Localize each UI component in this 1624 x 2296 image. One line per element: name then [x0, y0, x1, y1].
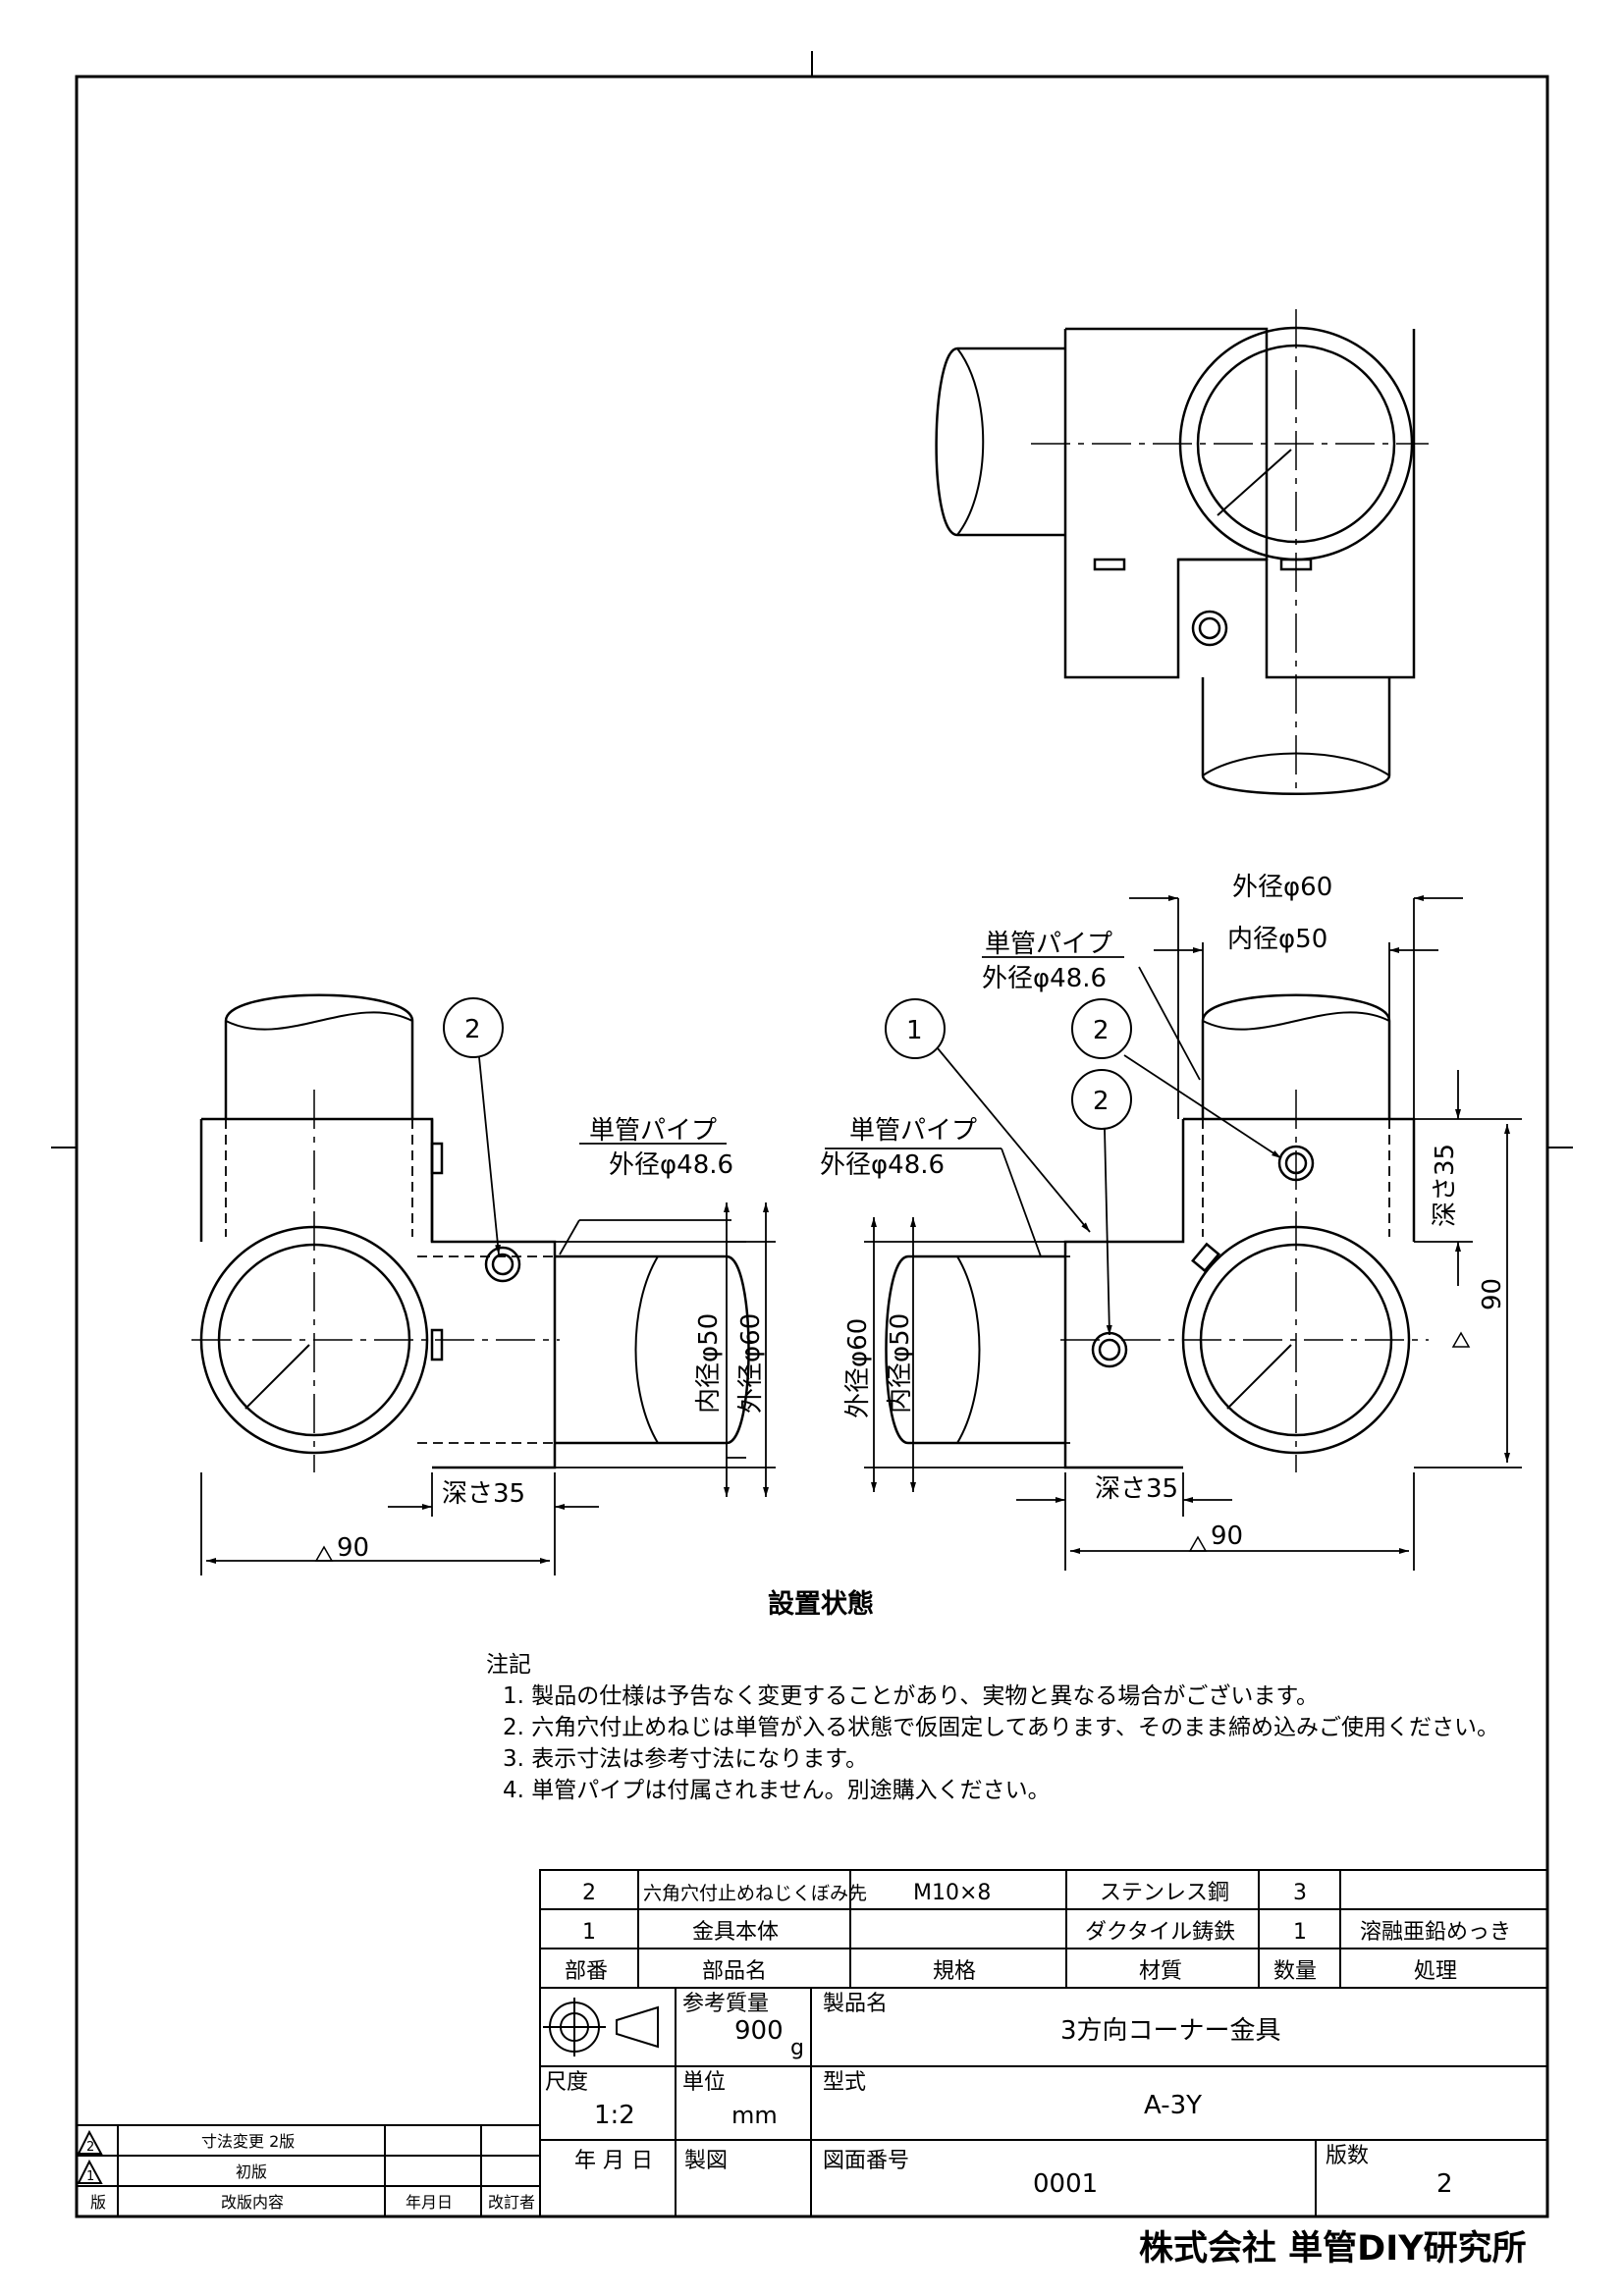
notes-heading: 注記 — [486, 1652, 531, 1678]
rev-mark-1: 1 — [86, 2169, 94, 2184]
part-row-1-material: ダクタイル鋳鉄 — [1085, 1920, 1235, 1945]
part-row-1-treatment: 溶融亜鉛めっき — [1360, 1920, 1511, 1945]
right-outer-dia-vertical: 外径φ60 — [843, 1318, 873, 1418]
note-1: 1. 製品の仕様は予告なく変更することがあり、実物と異なる場合がございます。 — [503, 1683, 1320, 1709]
part-row-2-spec: M10×8 — [913, 1881, 991, 1905]
part-row-2-qty: 3 — [1293, 1881, 1307, 1905]
balloon-left-2: 2 — [464, 1015, 481, 1044]
note-2: 2. 六角穴付止めねじは単管が入る状態で仮固定してあります、そのまま締め込みご使… — [503, 1715, 1500, 1740]
dimension-lines — [200, 895, 1522, 1575]
rev-content-2: 寸法変更 2版 — [201, 2132, 295, 2151]
top-outer-dia: 外径φ60 — [1232, 873, 1332, 902]
mass-unit: g — [790, 2036, 804, 2060]
hdr-material: 材質 — [1139, 1959, 1182, 1984]
right-depth: 深さ35 — [1095, 1474, 1178, 1504]
hdr-qty: 数量 — [1273, 1959, 1317, 1984]
right-pipe-name-b: 単管パイプ — [985, 930, 1112, 959]
hdr-part-no: 部番 — [565, 1959, 608, 1984]
left-pipe-name: 単管パイプ — [589, 1116, 717, 1146]
note-3: 3. 表示寸法は参考寸法になります。 — [503, 1746, 868, 1772]
right-width-90: 90 — [1211, 1522, 1243, 1551]
left-pipe-od: 外径φ48.6 — [609, 1150, 733, 1180]
right-pipe-name-a: 単管パイプ — [849, 1116, 977, 1146]
part-row-2-no: 2 — [582, 1881, 596, 1905]
product-name: 3方向コーナー金具 — [1060, 2016, 1281, 2046]
part-row-1-qty: 1 — [1293, 1920, 1307, 1945]
mass-value: 900 — [734, 2016, 784, 2046]
model-label: 型式 — [823, 2070, 866, 2095]
balloon-right-2a: 2 — [1093, 1016, 1110, 1045]
note-4: 4. 単管パイプは付属されません。別途購入ください。 — [503, 1778, 1051, 1803]
title-block-grid — [76, 1869, 1548, 2217]
edition-label: 版数 — [1326, 2144, 1369, 2168]
left-depth: 深さ35 — [442, 1479, 525, 1509]
part-row-1-name: 金具本体 — [692, 1920, 779, 1945]
balloon-right-2b: 2 — [1093, 1087, 1110, 1116]
right-pipe-od-b: 外径φ48.6 — [982, 964, 1107, 993]
hdr-treatment: 処理 — [1414, 1959, 1457, 1984]
right-height-90: 90 — [1478, 1278, 1507, 1310]
unit-label: 単位 — [682, 2070, 726, 2095]
edition: 2 — [1436, 2169, 1453, 2199]
rev-mark-2: 2 — [86, 2140, 94, 2155]
part-row-2-material: ステンレス鋼 — [1100, 1881, 1229, 1905]
hdr-part-name: 部品名 — [702, 1959, 767, 1984]
balloons — [443, 997, 1132, 1130]
drawn-label: 製図 — [684, 2149, 728, 2173]
drawing-caption: 設置状態 — [768, 1589, 874, 1620]
scale-value: 1:2 — [594, 2101, 635, 2130]
right-depth-vertical: 深さ35 — [1431, 1144, 1460, 1227]
right-inner-dia-vertical: 内径φ50 — [886, 1313, 915, 1414]
company-name: 株式会社 単管DIY研究所 — [1139, 2229, 1527, 2269]
left-outer-dia-vertical: 外径φ60 — [736, 1313, 766, 1414]
part-row-2-name: 六角穴付止めねじくぼみ先 — [643, 1883, 867, 1904]
left-front-view — [191, 993, 750, 1472]
left-width-90: 90 — [337, 1533, 369, 1563]
right-pipe-od-a: 外径φ48.6 — [820, 1150, 945, 1180]
model-value: A-3Y — [1144, 2091, 1202, 2120]
rev-header-edition: 版 — [90, 2193, 106, 2212]
mass-label: 参考質量 — [682, 1992, 769, 2016]
rev-header-date: 年月日 — [406, 2193, 453, 2212]
product-name-label: 製品名 — [823, 1992, 888, 2016]
part-row-1-no: 1 — [582, 1920, 596, 1945]
scale-label: 尺度 — [545, 2070, 588, 2095]
unit-value: mm — [731, 2102, 778, 2129]
top-view — [935, 309, 1429, 795]
balloon-right-1: 1 — [906, 1016, 923, 1045]
top-inner-dia: 内径φ50 — [1227, 925, 1327, 954]
drawing-no: 0001 — [1033, 2169, 1098, 2199]
drawing-no-label: 図面番号 — [823, 2149, 909, 2173]
rev-content-1: 初版 — [236, 2163, 267, 2181]
right-front-view — [885, 993, 1429, 1472]
rev-header-reviser: 改訂者 — [488, 2193, 535, 2212]
left-inner-dia-vertical: 内径φ50 — [694, 1313, 724, 1414]
rev-header-content: 改版内容 — [221, 2193, 284, 2212]
date-label: 年 月 日 — [574, 2149, 653, 2173]
hdr-spec: 規格 — [933, 1959, 976, 1984]
